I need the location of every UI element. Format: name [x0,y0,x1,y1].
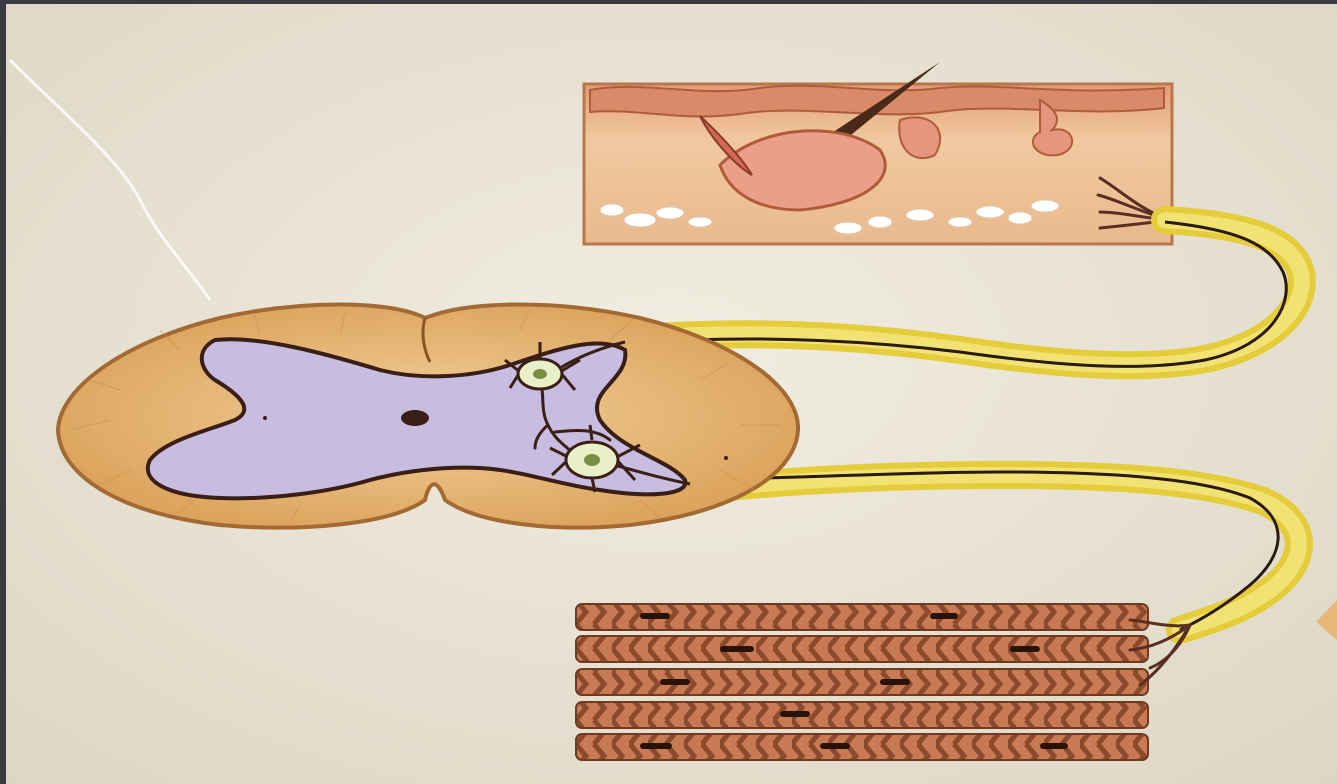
muscle-fibers [576,604,1190,760]
muscle-fiber-2 [576,636,1148,662]
spinal-cord-section [58,305,798,528]
muscle-fiber-4 [576,702,1148,728]
cord-dot-left [263,416,267,420]
central-canal [401,410,429,426]
cord-dot-right [724,456,728,460]
skin-section [584,62,1172,244]
